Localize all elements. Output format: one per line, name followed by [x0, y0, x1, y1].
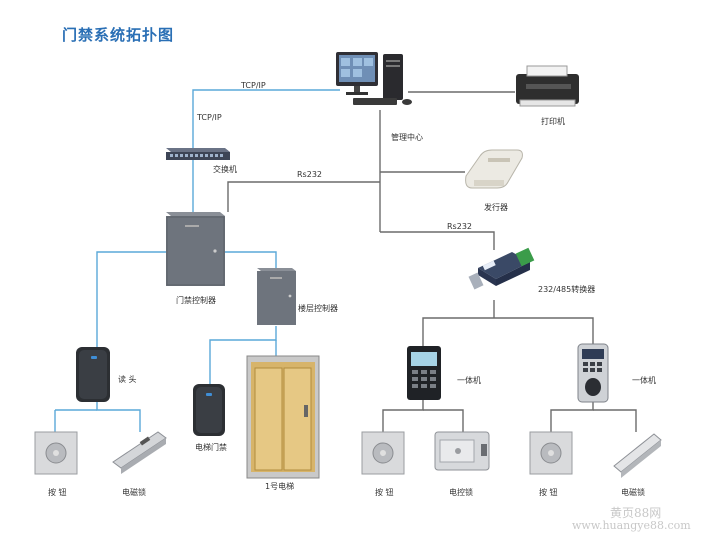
connections: [54, 89, 637, 432]
link-aio2-devices: [550, 400, 594, 432]
link-controller-floor: [225, 251, 277, 268]
link-aio1-lock: [423, 409, 464, 432]
lift-access-reader-icon: [193, 384, 225, 436]
watermark-line-2: www.huangye88.com: [572, 519, 691, 532]
elevator-label: 1号电梯: [265, 482, 295, 491]
exit-button-2-icon: [361, 431, 405, 475]
switch-label: 交换机: [213, 165, 237, 174]
link-controller-reader: [96, 251, 178, 352]
tcp-ip-label-upper: TCP/IP: [241, 81, 266, 90]
magnetic-lock-1-icon: [112, 431, 167, 474]
card-issuer-icon: [465, 149, 523, 189]
all-in-one-terminal-2-icon: [577, 343, 609, 403]
switch-icon: [166, 148, 230, 160]
management-center-label: 管理中心: [391, 133, 423, 142]
link-floor-lift-access: [209, 326, 277, 384]
access-controller-icon: [166, 212, 225, 286]
computer-icon: [336, 52, 412, 105]
rs232-label-upper: Rs232: [297, 170, 322, 179]
tcp-link-pc-switch: [192, 89, 340, 148]
diagram-title: 门禁系统拓扑图: [62, 26, 175, 44]
tcp-ip-label-lower: TCP/IP: [197, 113, 222, 122]
printer-label: 打印机: [541, 117, 565, 126]
link-reader-button-lock: [96, 402, 141, 432]
magnetic-lock-2-icon: [613, 433, 662, 478]
magnetic-lock-label-1: 电磁锁: [122, 488, 146, 497]
exit-button-3-icon: [529, 431, 573, 475]
elevator-icon: [246, 355, 320, 479]
all-in-one-label-2: 一体机: [632, 376, 656, 385]
button-label-1: 按 钮: [48, 488, 67, 497]
button-label-2: 按 钮: [375, 488, 394, 497]
lift-access-label: 电梯门禁: [195, 443, 227, 452]
rs232-label-lower: Rs232: [447, 222, 472, 231]
card-reader-icon: [76, 347, 110, 402]
reader-label: 读 头: [118, 375, 137, 384]
electric-lock-label: 电控锁: [449, 488, 473, 497]
link-aio2-lock: [593, 409, 637, 432]
all-in-one-terminal-1-icon: [407, 346, 441, 400]
all-in-one-label-1: 一体机: [457, 376, 481, 385]
floor-controller-icon: [257, 268, 296, 325]
rs232-link-controller: [227, 181, 380, 212]
printer-icon: [516, 65, 579, 107]
converter-label: 232/485转换器: [538, 285, 596, 294]
watermark-line-1: 黄页88网: [610, 506, 662, 520]
converter-icon: [468, 247, 535, 290]
magnetic-lock-label-2: 电磁锁: [621, 488, 645, 497]
rs232-link-converter: [380, 231, 495, 250]
issuer-label: 发行器: [484, 203, 508, 212]
button-label-3: 按 钮: [539, 488, 558, 497]
door-controller-label: 门禁控制器: [176, 296, 216, 305]
link-bus-aio: [422, 317, 594, 346]
electric-lock-icon: [434, 431, 490, 471]
link-aio1-devices: [382, 400, 424, 432]
floor-controller-label: 楼层控制器: [298, 304, 338, 313]
exit-button-1-icon: [34, 431, 78, 475]
